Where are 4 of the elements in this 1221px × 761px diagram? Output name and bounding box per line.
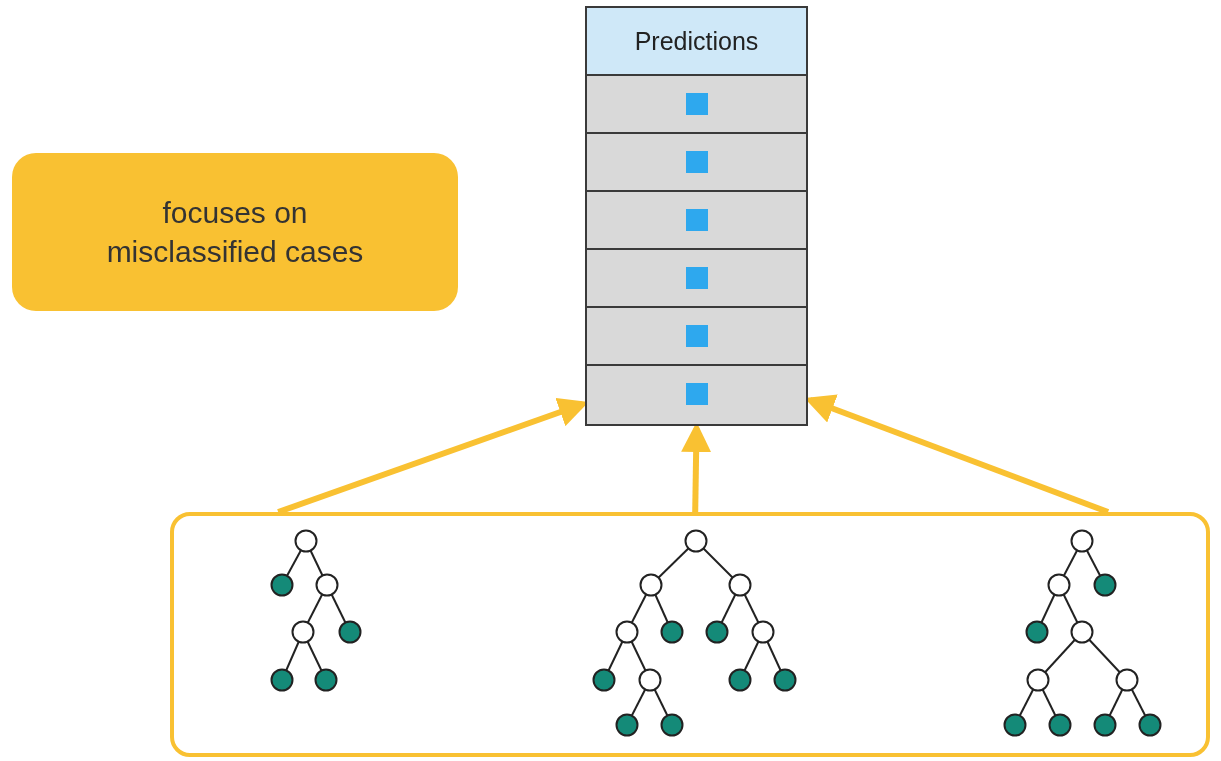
predictions-table [585, 6, 808, 426]
note-box: focuses on misclassified cases [12, 153, 458, 311]
table-header: Predictions [634, 26, 759, 56]
ensemble-box [170, 512, 1210, 757]
